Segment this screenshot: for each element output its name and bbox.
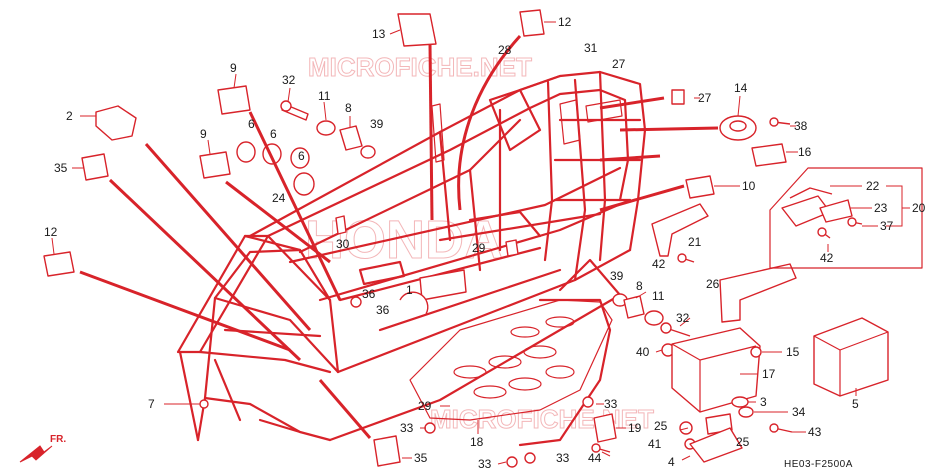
callout-label: 6 xyxy=(298,149,305,163)
leader-lines xyxy=(51,21,910,465)
callout-label: 29 xyxy=(472,241,486,255)
callout-label: 34 xyxy=(792,405,806,419)
callout-label: 11 xyxy=(652,289,665,303)
callout-label: 1 xyxy=(406,283,413,297)
callout-label: 39 xyxy=(370,117,384,131)
callout-label: 17 xyxy=(762,367,776,381)
callout-label: 21 xyxy=(688,235,702,249)
direction-label: FR. xyxy=(50,434,66,445)
callout-label: 27 xyxy=(698,91,712,105)
callout-label: 15 xyxy=(786,345,800,359)
assembly-arrows xyxy=(79,34,719,439)
callout-labels: 2 35 12 9 32 11 8 39 9 6 6 6 24 13 12 28… xyxy=(44,15,926,471)
callout-label: 4 xyxy=(668,455,675,469)
callout-label: 28 xyxy=(498,43,512,57)
callout-label: 38 xyxy=(794,119,808,133)
detail-box xyxy=(769,167,923,269)
callout-label: 41 xyxy=(648,437,662,451)
callout-label: 29 xyxy=(418,399,432,413)
callout-label: 26 xyxy=(706,277,720,291)
callout-label: 39 xyxy=(610,269,624,283)
callout-label: 6 xyxy=(248,117,255,131)
callout-label: 33 xyxy=(604,397,618,411)
callout-label: 33 xyxy=(478,457,492,471)
main-frame xyxy=(176,70,647,447)
callout-label: 44 xyxy=(588,451,602,465)
callout-label: 35 xyxy=(54,161,68,175)
callout-label: 40 xyxy=(636,345,650,359)
callout-label: 18 xyxy=(470,435,484,449)
front-direction-arrow: FR. xyxy=(19,434,66,463)
callout-label: 20 xyxy=(912,201,926,215)
callout-label: 11 xyxy=(318,89,331,103)
callout-label: 32 xyxy=(676,311,690,325)
callout-label: 14 xyxy=(734,81,748,95)
callout-label: 36 xyxy=(376,303,390,317)
callout-label: 13 xyxy=(372,27,386,41)
small-parts xyxy=(43,9,889,468)
callout-label: 43 xyxy=(808,425,822,439)
callout-label: 12 xyxy=(44,225,58,239)
callout-label: 2 xyxy=(66,109,73,123)
callout-label: 22 xyxy=(866,179,880,193)
callout-label: 19 xyxy=(628,421,642,435)
callout-label: 25 xyxy=(736,435,750,449)
callout-label: 6 xyxy=(270,127,277,141)
callout-label: 24 xyxy=(272,191,286,205)
skid-plate xyxy=(409,299,613,421)
callout-label: 12 xyxy=(558,15,572,29)
callout-label: 8 xyxy=(636,279,643,293)
callout-label: 31 xyxy=(584,41,598,55)
callout-label: 42 xyxy=(652,257,666,271)
callout-label: 8 xyxy=(345,101,352,115)
callout-label: 16 xyxy=(798,145,812,159)
callout-label: 42 xyxy=(820,251,834,265)
diagram-code: HE03-F2500A xyxy=(784,459,853,470)
callout-label: 37 xyxy=(880,219,894,233)
callout-label: 33 xyxy=(400,421,414,435)
callout-label: 5 xyxy=(852,397,859,411)
callout-label: 25 xyxy=(654,419,668,433)
callout-label: 35 xyxy=(414,451,428,465)
callout-label: 7 xyxy=(148,397,155,411)
callout-label: 23 xyxy=(874,201,888,215)
callout-label: 32 xyxy=(282,73,296,87)
callout-label: 30 xyxy=(336,237,350,251)
callout-label: 9 xyxy=(200,127,207,141)
callout-label: 33 xyxy=(556,451,570,465)
callout-label: 9 xyxy=(230,61,237,75)
callout-label: 3 xyxy=(760,395,767,409)
callout-label: 36 xyxy=(362,287,376,301)
callout-label: 27 xyxy=(612,57,626,71)
callout-label: 10 xyxy=(742,179,756,193)
